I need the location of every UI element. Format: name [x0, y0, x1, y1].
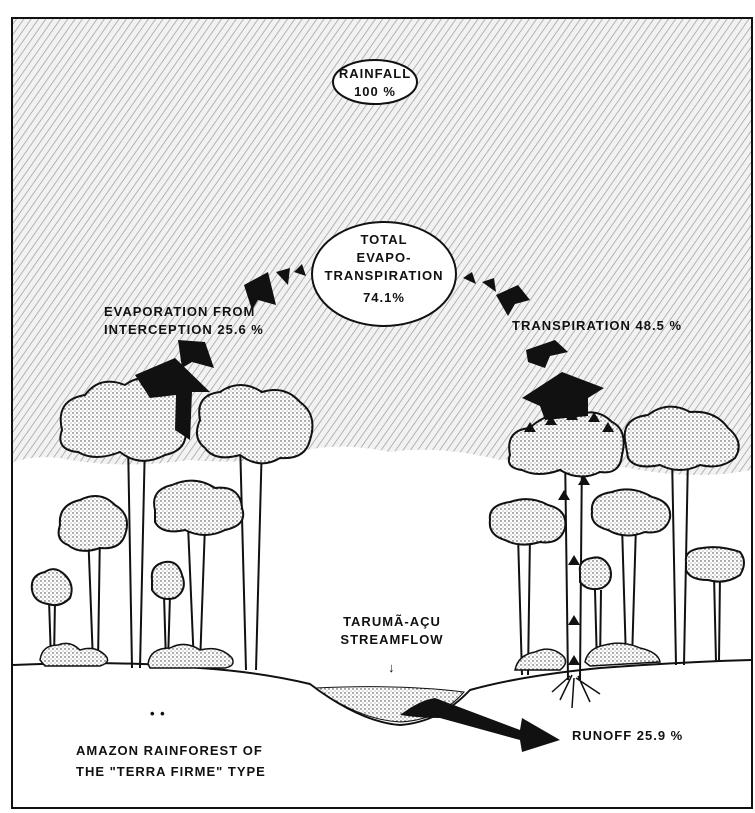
right-undergrowth: [514, 642, 661, 709]
right-canopies: [488, 405, 745, 591]
evapotranspiration-value: 74.1%: [363, 290, 405, 305]
evapotranspiration-line2: EVAPO-: [357, 250, 412, 265]
runoff-arrow: [400, 698, 560, 752]
interception-arrows: [135, 264, 306, 440]
transpiration-label: TRANSPIRATION 48.5 %: [512, 318, 682, 333]
evapotranspiration-oval: [311, 221, 457, 327]
rainfall-label: RAINFALL: [339, 66, 411, 81]
sap-flow-arrows: [524, 410, 614, 665]
runoff-label: RUNOFF 25.9 %: [572, 728, 683, 743]
left-canopies: [30, 377, 314, 607]
transpiration-arrows: [463, 272, 604, 420]
left-undergrowth: [39, 642, 234, 669]
left-forest: [48, 439, 263, 671]
rainfall-value: 100 %: [354, 84, 396, 99]
streamflow-label-line2: STREAMFLOW: [340, 632, 443, 647]
evapotranspiration-line1: TOTAL: [360, 232, 407, 247]
interception-label-line2: INTERCEPTION 25.6 %: [104, 322, 264, 337]
evapotranspiration-line3: TRANSPIRATION: [325, 268, 444, 283]
streamflow-label-line1: TARUMÃ-AÇU: [343, 614, 441, 629]
right-forest: [517, 449, 721, 681]
rainfall-oval: [332, 59, 418, 105]
interception-label-line1: EVAPORATION FROM: [104, 304, 255, 319]
forest-caption-line2: THE "TERRA FIRME" TYPE: [76, 764, 266, 779]
streamflow-marker: ↓: [388, 660, 396, 675]
forest-caption-line1: AMAZON RAINFOREST OF: [76, 743, 263, 758]
forest-marks: • •: [150, 706, 166, 721]
